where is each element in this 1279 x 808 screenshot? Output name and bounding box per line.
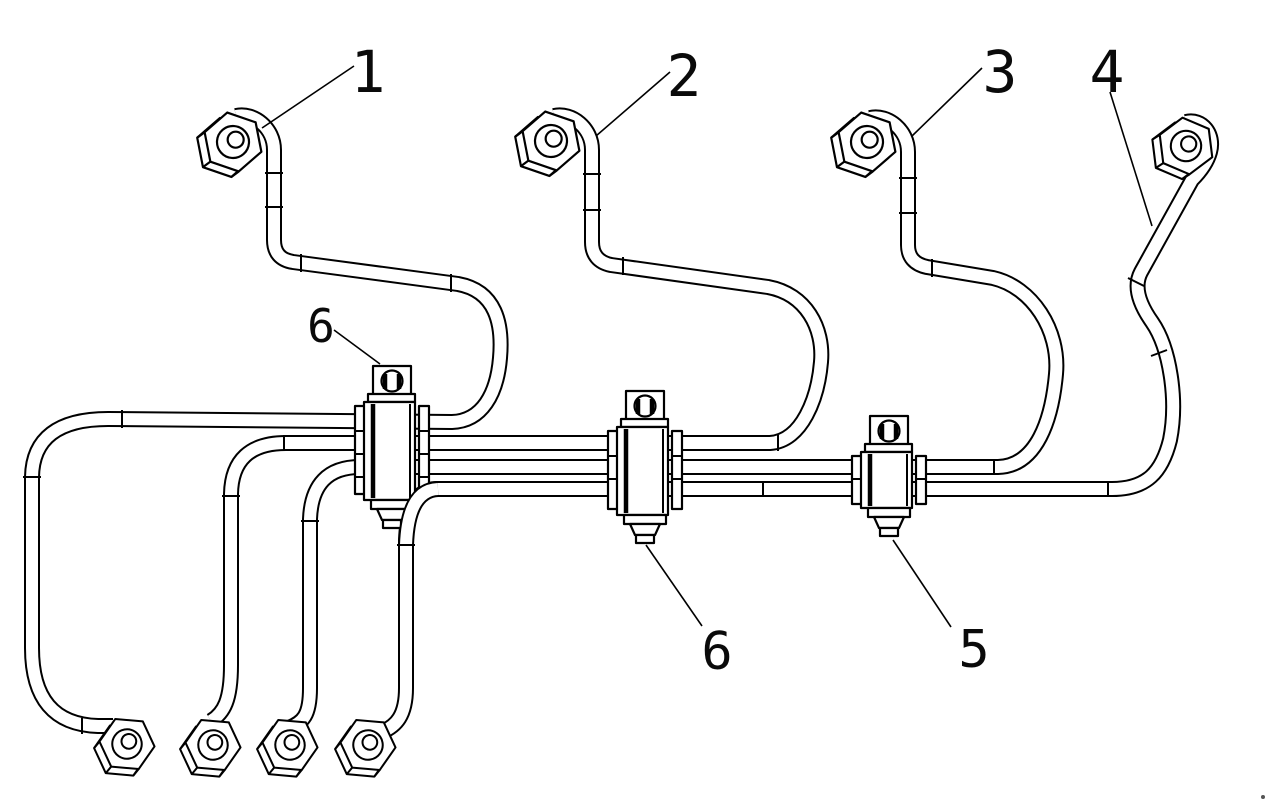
leader-line-5 [892,539,952,628]
callout-labels: 1 2 3 4 6 6 5 [307,38,1124,682]
callout-6-top: 6 [307,299,335,353]
callout-6-bottom: 6 [701,622,732,682]
leader-line-1 [261,65,355,129]
clamp-3-nut [878,526,900,538]
callout-5: 5 [958,620,989,680]
injector-fitting-2 [511,108,584,180]
callout-1: 1 [351,38,386,106]
callout-2: 2 [667,42,702,110]
leader-lines [261,65,1153,628]
leader-line-6-bottom [645,544,703,627]
leader-line-3 [911,67,983,137]
artifact-dot [1261,795,1265,799]
callout-4: 4 [1090,38,1125,106]
pump-fitting-3 [251,713,323,784]
pipe-4-front-segment [397,489,438,600]
injector-fittings [193,108,1219,184]
leader-line-6-top [333,329,381,365]
pipe-clamp-1 [353,364,431,530]
clamp-2-right-flange [670,429,684,511]
clamp-1-right-flange [417,404,431,496]
pipe-joint-ticks [23,172,1168,734]
pump-fittings [88,712,401,784]
clamp-2-nut [634,533,656,545]
pump-fitting-2 [174,713,246,784]
clamp-1-nut [381,518,403,530]
pipe-clamp-2 [606,389,684,545]
injector-fitting-1 [193,109,266,181]
injector-fitting-3 [827,109,900,181]
leader-line-2 [595,71,671,137]
pipe-clamp-3 [850,414,928,538]
leader-line-4 [1109,91,1153,227]
callout-3: 3 [983,38,1018,106]
